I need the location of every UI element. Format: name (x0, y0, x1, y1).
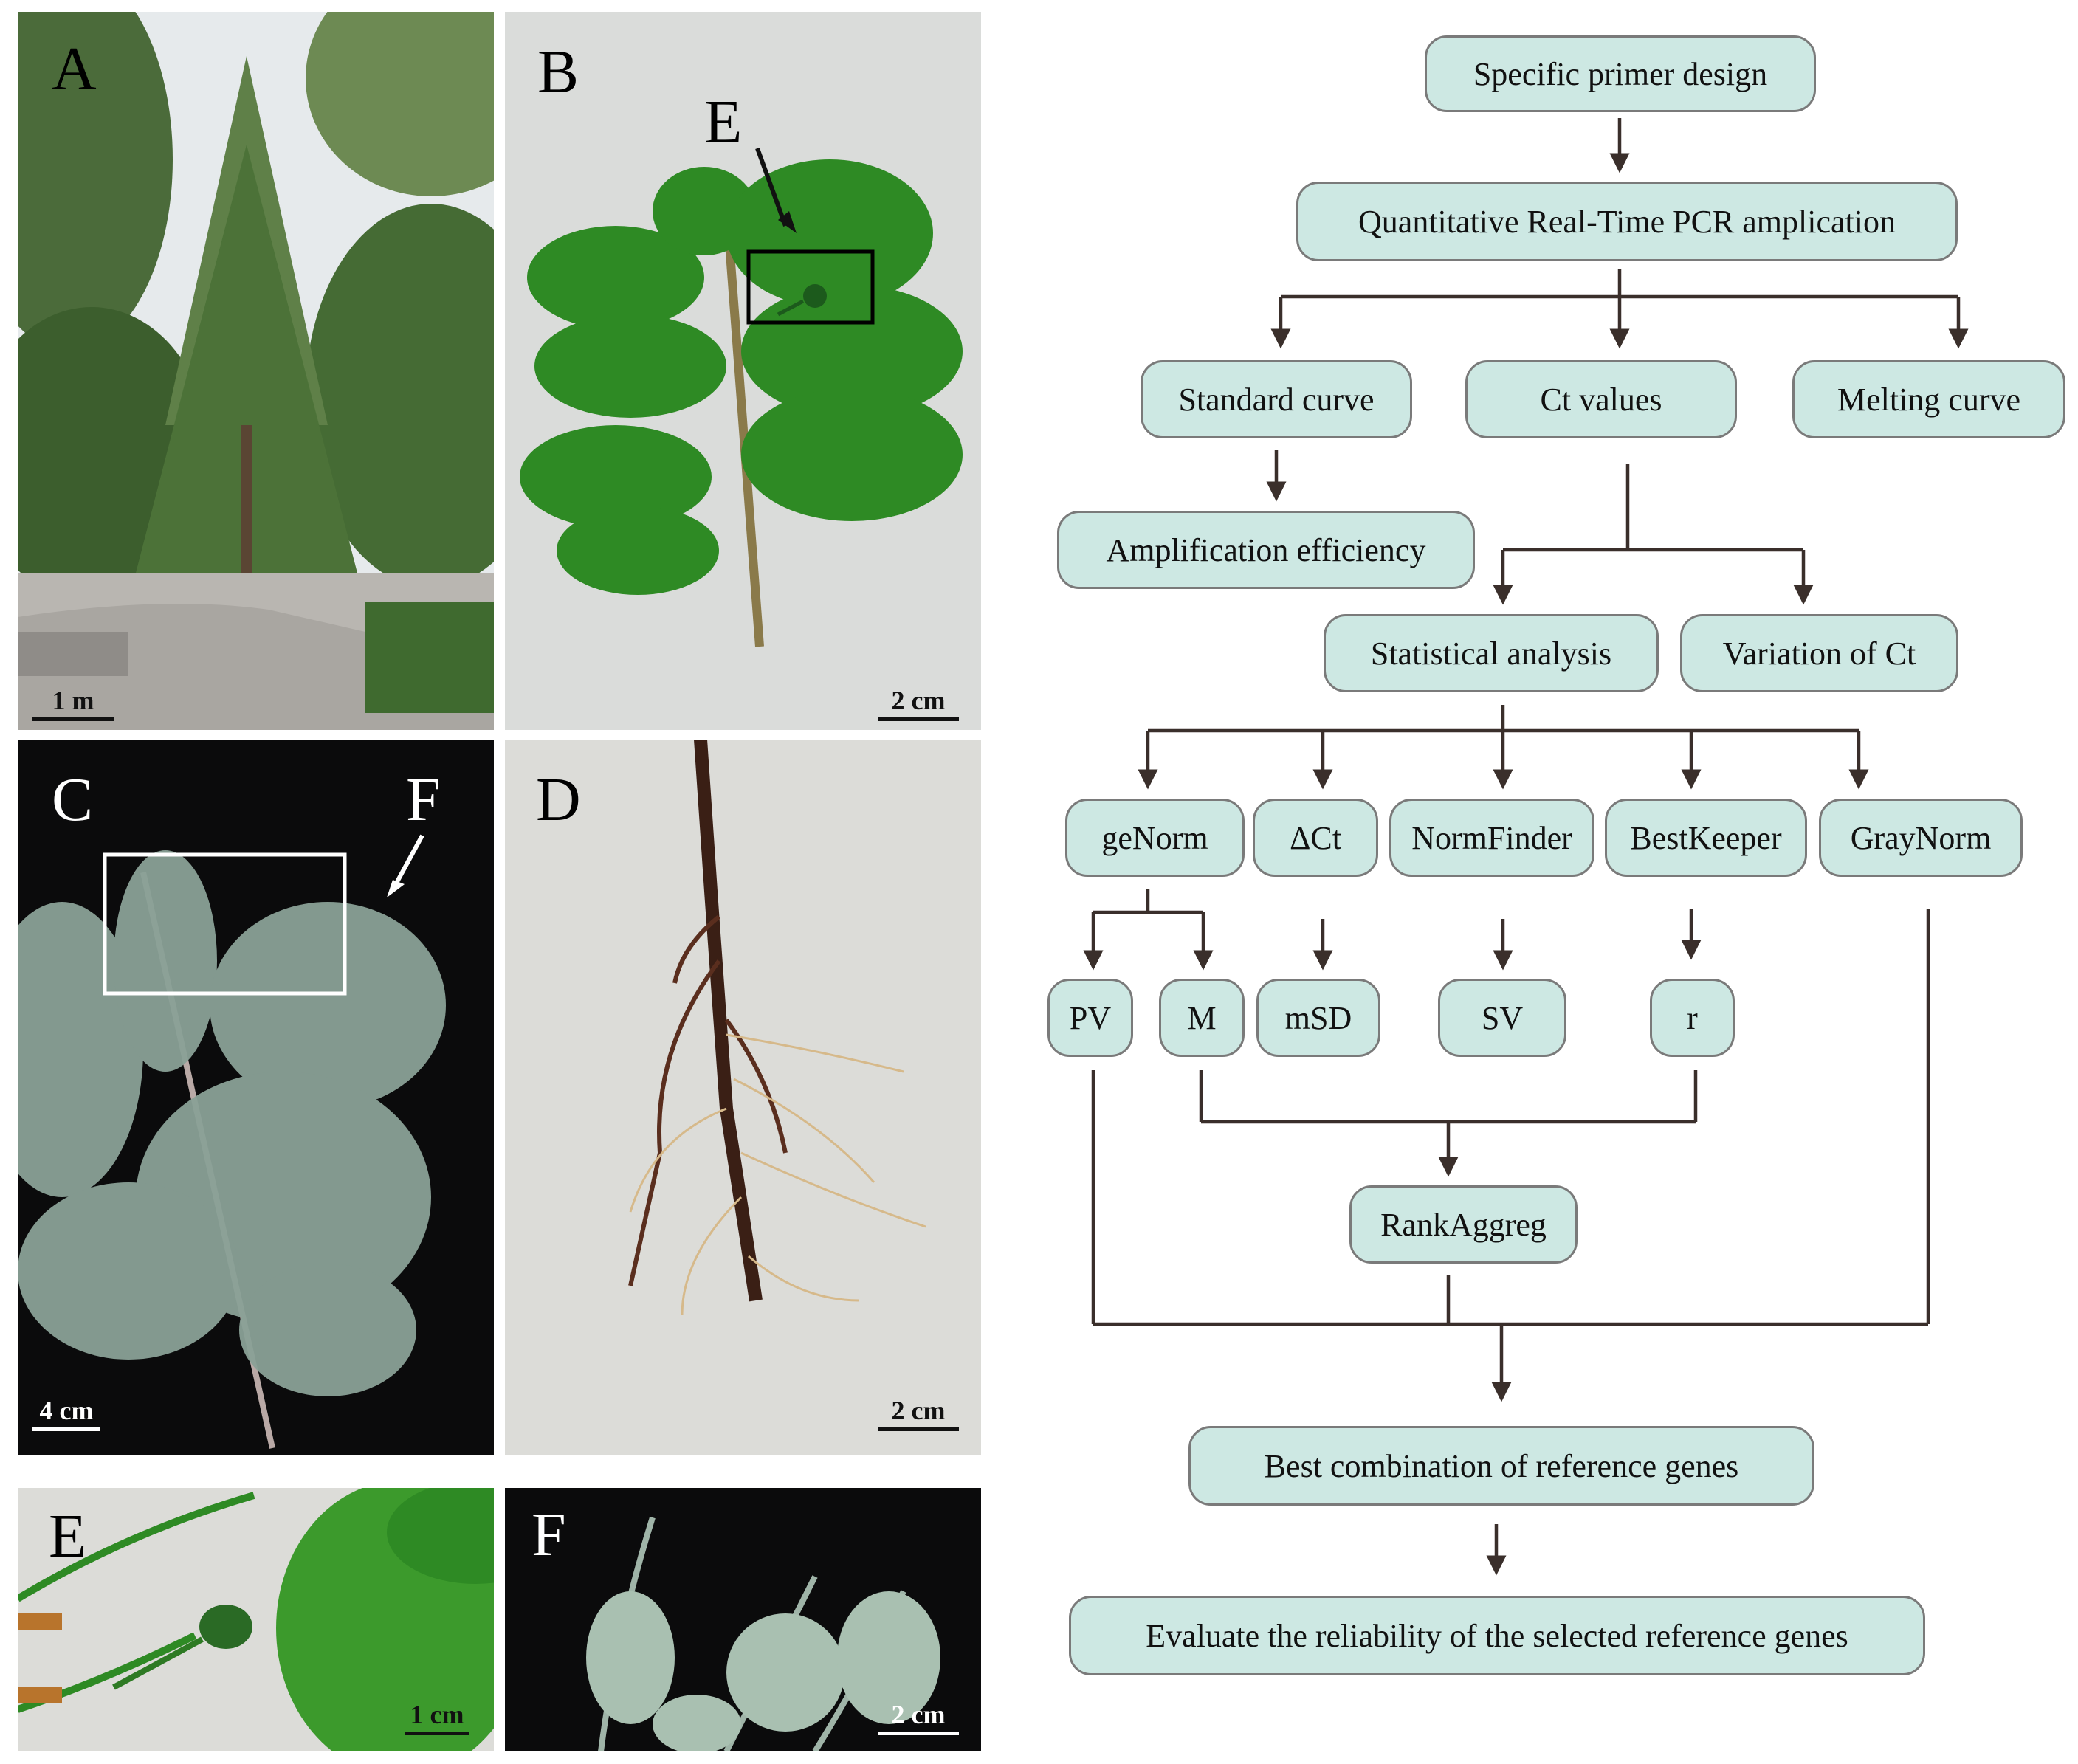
panel-label: F (531, 1501, 566, 1569)
scale-bar-line (32, 1427, 100, 1431)
node-pv: PV (1047, 979, 1133, 1057)
root-photo (505, 740, 981, 1455)
photo-panel-a: A 1 m (18, 12, 494, 730)
tree-photo (18, 12, 494, 730)
node-msd: mSD (1256, 979, 1380, 1057)
scale-bar-label: 1 m (52, 686, 94, 715)
photo-panel-b: B E 2 cm (505, 12, 981, 730)
node-normfinder: NormFinder (1389, 799, 1594, 877)
scale-bar: 2 cm (878, 685, 959, 721)
node-best-combination: Best combination of reference genes (1188, 1426, 1814, 1506)
panel-label: D (536, 765, 581, 834)
panel-label: C (52, 765, 94, 834)
node-evaluate-reliability: Evaluate the reliability of the selected… (1069, 1596, 1925, 1675)
scale-bar-line (878, 1732, 959, 1735)
callout-label: E (704, 88, 743, 156)
node-standard-curve: Standard curve (1141, 360, 1412, 438)
scale-bar: 1 m (32, 685, 114, 721)
node-graynorm: GrayNorm (1819, 799, 2023, 877)
node-statistical-analysis: Statistical analysis (1324, 614, 1659, 692)
scale-bar: 1 cm (405, 1699, 469, 1735)
node-melting-curve: Melting curve (1792, 360, 2065, 438)
photo-panel-d: D 2 cm (505, 740, 981, 1455)
scale-bar-line (878, 717, 959, 721)
node-bestkeeper: BestKeeper (1605, 799, 1807, 877)
photo-panel-f: F 2 cm (505, 1488, 981, 1751)
scale-bar-label: 2 cm (891, 686, 946, 715)
photo-panel-c: C F 4 cm (18, 740, 494, 1455)
cone-closeup-photo (18, 1488, 494, 1751)
photo-panel-e: E 1 cm (18, 1488, 494, 1751)
scale-bar: 4 cm (32, 1395, 100, 1431)
node-m: M (1159, 979, 1245, 1057)
node-amplification-efficiency: Amplification efficiency (1057, 511, 1475, 589)
scale-bar-label: 2 cm (891, 1396, 946, 1425)
scale-bar-label: 1 cm (410, 1700, 464, 1729)
panel-label: A (52, 35, 97, 103)
buds-closeup-photo (505, 1488, 981, 1751)
node-delta-ct: ΔCt (1253, 799, 1378, 877)
node-variation-of-ct: Variation of Ct (1680, 614, 1958, 692)
node-ct-values: Ct values (1465, 360, 1737, 438)
node-rankaggreg: RankAggreg (1349, 1185, 1578, 1264)
scale-bar-label: 4 cm (39, 1396, 94, 1425)
foliage-photo (18, 740, 494, 1455)
node-r: r (1650, 979, 1735, 1057)
scale-bar-label: 2 cm (891, 1700, 946, 1729)
node-primer-design: Specific primer design (1425, 35, 1816, 112)
panel-label: E (49, 1502, 87, 1571)
node-sv: SV (1438, 979, 1566, 1057)
callout-label: F (406, 765, 441, 834)
scale-bar-line (878, 1427, 959, 1431)
node-qpcr: Quantitative Real-Time PCR amplication (1296, 182, 1958, 261)
node-genorm: geNorm (1065, 799, 1245, 877)
scale-bar-line (405, 1732, 469, 1735)
scale-bar: 2 cm (878, 1395, 959, 1431)
panel-label: B (537, 38, 579, 106)
scale-bar-line (32, 717, 114, 721)
branch-photo (505, 12, 981, 730)
scale-bar: 2 cm (878, 1699, 959, 1735)
